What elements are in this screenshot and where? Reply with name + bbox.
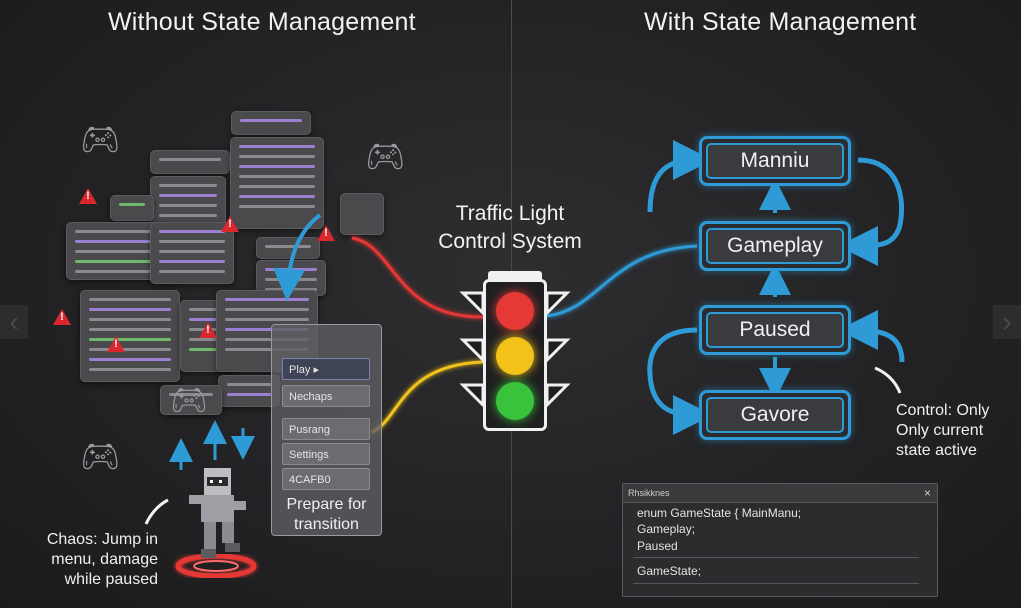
menu-item-settings[interactable]: Settings <box>282 443 370 465</box>
control-note: Control: Only Only current state active <box>896 402 990 459</box>
blue-wire <box>546 244 698 318</box>
gamepad-icon: 🎮︎ <box>80 121 121 157</box>
chaos-pane <box>150 150 230 174</box>
traffic-light-label: Traffic Light Control System <box>438 202 582 253</box>
warning-icon: ! <box>221 216 239 232</box>
game-menu-overlay: Play ▸ Nechaps Pusrang Settings 4CAFB0 P… <box>271 324 382 536</box>
traffic-light-cap <box>488 271 542 281</box>
code-line: Gameplay; <box>637 522 696 536</box>
close-icon[interactable]: × <box>923 486 931 500</box>
state-paused: Paused <box>699 305 851 355</box>
chaos-arrow <box>273 213 322 301</box>
menu-caption: Prepare for transition <box>286 496 367 533</box>
menu-item-play[interactable]: Play ▸ <box>282 358 370 380</box>
traffic-light-icon <box>483 279 547 431</box>
chaos-pane <box>160 385 222 415</box>
left-chevron-icon: ‹ <box>0 305 28 339</box>
code-separator <box>633 557 919 558</box>
menu-item[interactable]: 4CAFB0 <box>282 468 370 490</box>
warning-icon: ! <box>199 322 217 338</box>
warning-icon: ! <box>107 336 125 352</box>
chaos-pane <box>256 237 320 259</box>
green-lamp <box>496 382 534 420</box>
yellow-lamp <box>496 337 534 375</box>
chaos-pane <box>340 193 384 235</box>
chaos-pane <box>230 137 324 229</box>
menu-item[interactable]: Pusrang <box>282 418 370 440</box>
chaos-caption: Chaos: Jump in menu, damage while paused <box>46 531 158 588</box>
right-chevron-icon: › <box>993 305 1021 339</box>
right-title: With State Management <box>644 8 917 36</box>
pixel-character-icon <box>189 468 246 558</box>
red-lamp <box>496 292 534 330</box>
red-wire <box>351 236 484 319</box>
code-line: Paused <box>637 539 678 553</box>
warning-icon: ! <box>79 188 97 204</box>
chaos-pane <box>150 176 226 230</box>
state-main-menu: Manniu <box>699 136 851 186</box>
menu-item[interactable]: Nechaps <box>282 385 370 407</box>
warning-icon: ! <box>53 309 71 325</box>
chaos-pane <box>231 111 311 135</box>
state-game-over: Gavore <box>699 390 851 440</box>
code-window-title: Rhsikknes <box>623 484 937 503</box>
warning-icon: ! <box>317 225 335 241</box>
gamepad-icon: 🎮︎ <box>365 138 406 174</box>
chaos-pane <box>150 222 234 284</box>
code-window: Rhsikknes × enum GameState { MainManu; G… <box>622 483 938 597</box>
chaos-pane <box>218 375 280 407</box>
gamepad-icon: 🎮︎ <box>170 384 209 417</box>
code-footer: GameState; <box>637 564 702 578</box>
chaos-pane <box>110 195 154 221</box>
gamepad-icon: 🎮︎ <box>80 438 121 474</box>
traffic-light-wings <box>459 291 571 409</box>
state-gameplay: Gameplay <box>699 221 851 271</box>
code-line: enum GameState { MainManu; <box>637 506 802 520</box>
chaos-pane <box>80 290 180 382</box>
left-title: Without State Management <box>108 8 416 36</box>
code-separator <box>633 583 919 584</box>
